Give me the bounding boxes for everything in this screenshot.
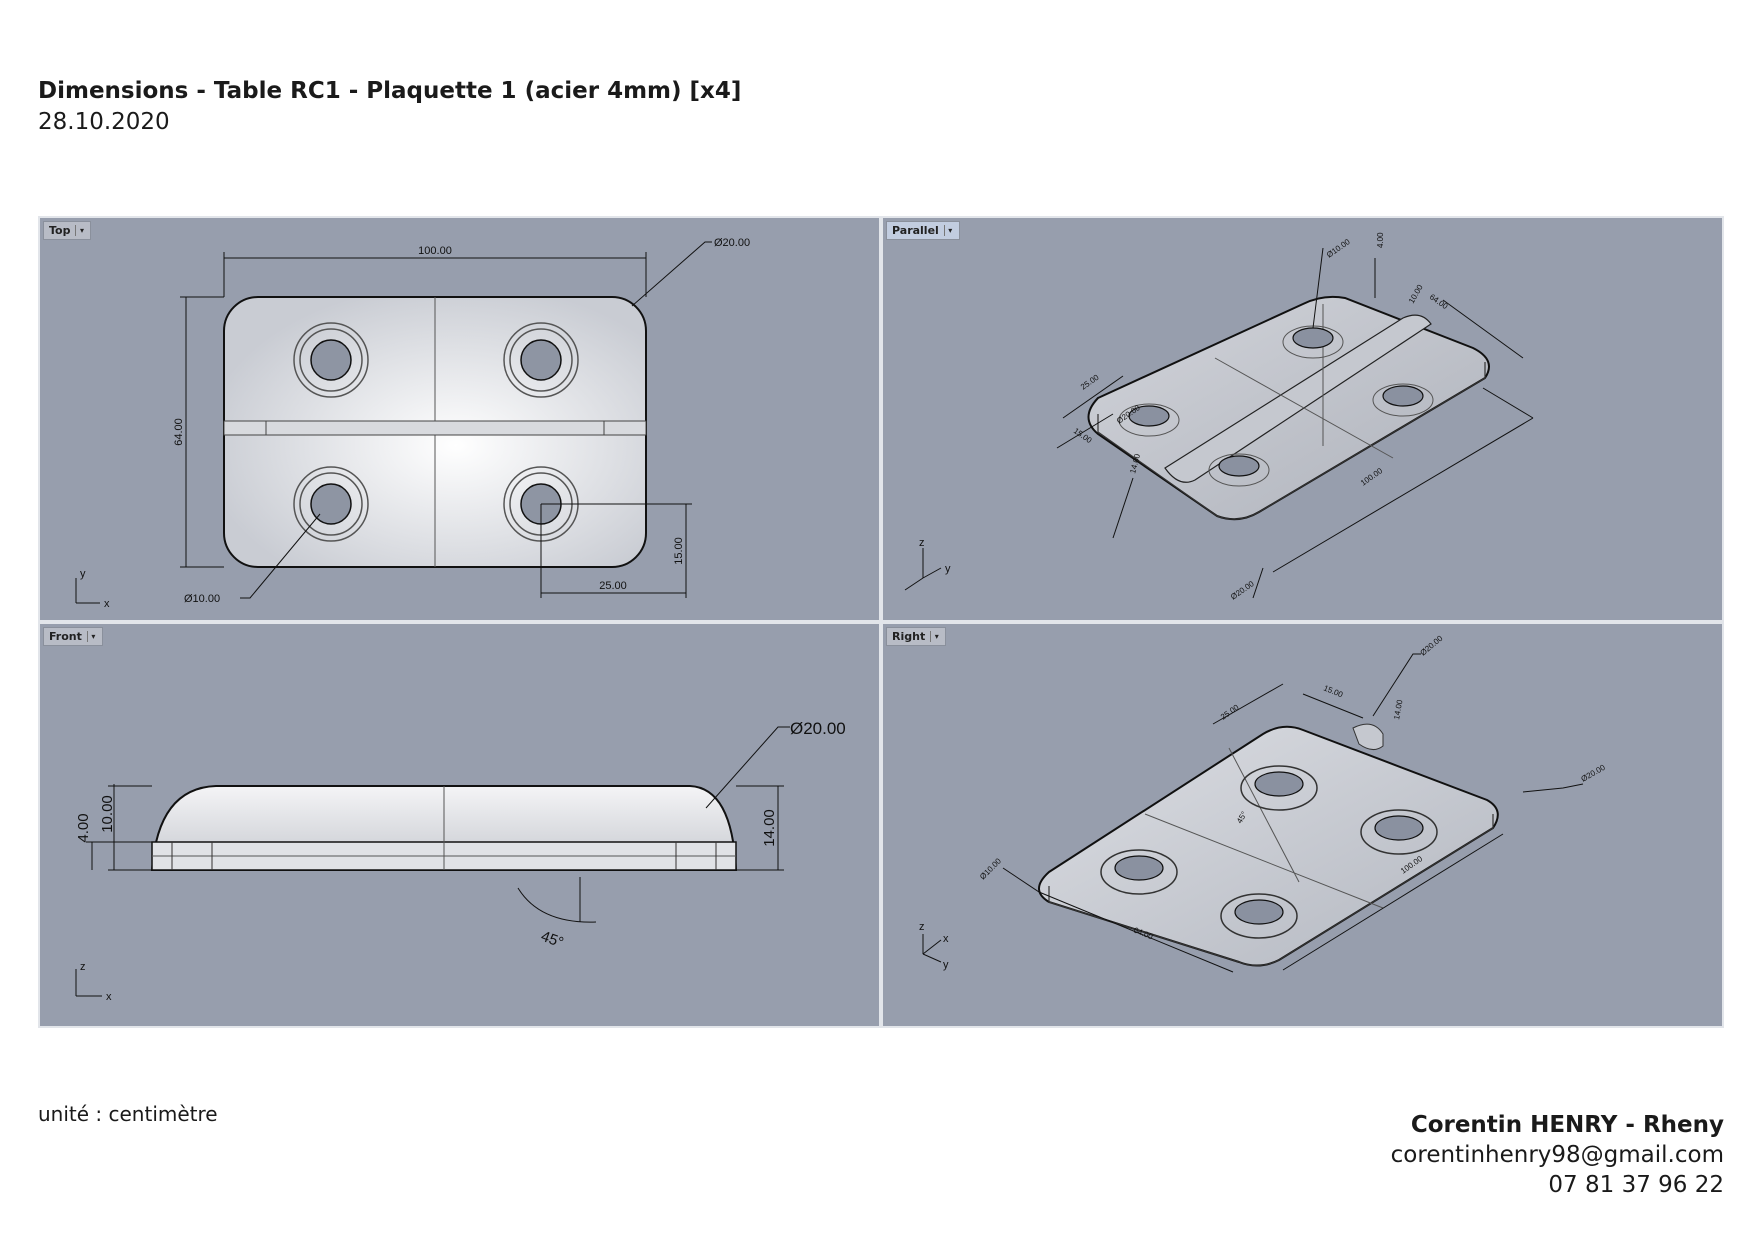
- dim-p5: 25.00: [1079, 372, 1101, 391]
- parallel-view-drawing: Ø10.00 4.00 64.00 10.00 25.00 15.00 Ø20.…: [904, 232, 1534, 602]
- axis-v: z: [80, 961, 86, 973]
- dim-p3: 64.00: [1428, 292, 1450, 311]
- viewport-front[interactable]: Ø20.00 4.00 10.00 14.00 45° z x Front ▾: [40, 624, 879, 1026]
- dim-p10: Ø20.00: [1229, 579, 1256, 602]
- dim-offset-y: 15.00: [673, 537, 685, 565]
- dim-front-angle: 45°: [539, 928, 566, 952]
- viewport-label: Top: [49, 224, 71, 237]
- author-block: Corentin HENRY - Rheny corentinhenry98@g…: [1391, 1110, 1724, 1200]
- viewport-tab-parallel[interactable]: Parallel ▾: [886, 221, 960, 240]
- dim-p4: 10.00: [1407, 283, 1425, 305]
- dim-radius: Ø20.00: [714, 237, 750, 249]
- axis-h: x: [104, 598, 110, 610]
- dim-front-t3: 14.00: [761, 809, 778, 847]
- axis-h: x: [106, 991, 112, 1003]
- dim-r3: 25.00: [1219, 702, 1241, 721]
- dim-front-t2: 10.00: [99, 795, 116, 833]
- viewport-tab-top[interactable]: Top ▾: [43, 221, 92, 240]
- chevron-down-icon[interactable]: ▾: [930, 631, 942, 642]
- dim-front-t1: 4.00: [75, 813, 92, 842]
- chevron-down-icon[interactable]: ▾: [943, 225, 956, 236]
- viewport-grid: 100.00 64.00 Ø20.00 Ø10.00 25.00 15.00 y…: [38, 216, 1724, 1028]
- viewport-label: Front: [49, 630, 82, 643]
- viewport-parallel[interactable]: Ø10.00 4.00 64.00 10.00 25.00 15.00 Ø20.…: [883, 218, 1722, 620]
- axis-v: z: [919, 537, 925, 549]
- page-title: Dimensions - Table RC1 - Plaquette 1 (ac…: [38, 78, 742, 104]
- page-date: 28.10.2020: [38, 109, 170, 135]
- axis-v: z: [919, 921, 925, 933]
- right-view-drawing: Ø20.00 15.00 25.00 14.00 Ø20.00 100.00 6…: [919, 633, 1608, 973]
- author-name: Corentin HENRY - Rheny: [1410, 1112, 1724, 1138]
- dim-r5: Ø20.00: [1580, 763, 1608, 784]
- dim-front-radius: Ø20.00: [790, 719, 846, 738]
- dim-p1: Ø10.00: [1325, 237, 1352, 260]
- dim-p2: 4.00: [1376, 232, 1385, 248]
- top-view-drawing: 100.00 64.00 Ø20.00 Ø10.00 25.00 15.00 y…: [75, 237, 750, 610]
- dim-r4: 14.00: [1392, 699, 1404, 721]
- viewport-tab-front[interactable]: Front ▾: [43, 627, 103, 646]
- author-email: corentinhenry98@gmail.com: [1390, 1142, 1724, 1168]
- chevron-down-icon[interactable]: ▾: [86, 631, 99, 642]
- dim-p6: 15.00: [1072, 426, 1094, 445]
- dim-r8: Ø10.00: [978, 856, 1003, 881]
- axis-h: x: [943, 933, 949, 945]
- dim-p9: 100.00: [1359, 466, 1385, 488]
- axis-v: y: [80, 568, 86, 580]
- dim-height: 64.00: [173, 418, 185, 446]
- axis-h: y: [945, 563, 951, 575]
- author-phone: 07 81 37 96 22: [1548, 1172, 1724, 1198]
- front-view-drawing: Ø20.00 4.00 10.00 14.00 45° z x: [75, 719, 846, 1003]
- viewport-label: Right: [892, 630, 926, 643]
- dim-r1: Ø20.00: [1419, 633, 1445, 657]
- viewport-tab-right[interactable]: Right ▾: [886, 627, 947, 646]
- axis-d: y: [943, 959, 949, 971]
- dim-hole: Ø10.00: [184, 593, 220, 605]
- chevron-down-icon[interactable]: ▾: [75, 225, 87, 236]
- unit-note: unité : centimètre: [38, 1102, 218, 1126]
- viewport-label: Parallel: [892, 224, 939, 237]
- viewport-top[interactable]: 100.00 64.00 Ø20.00 Ø10.00 25.00 15.00 y…: [40, 218, 879, 620]
- viewport-right[interactable]: Ø20.00 15.00 25.00 14.00 Ø20.00 100.00 6…: [883, 624, 1722, 1026]
- dim-width: 100.00: [418, 245, 452, 257]
- dim-r2: 15.00: [1322, 684, 1344, 700]
- dim-offset-x: 25.00: [599, 580, 627, 592]
